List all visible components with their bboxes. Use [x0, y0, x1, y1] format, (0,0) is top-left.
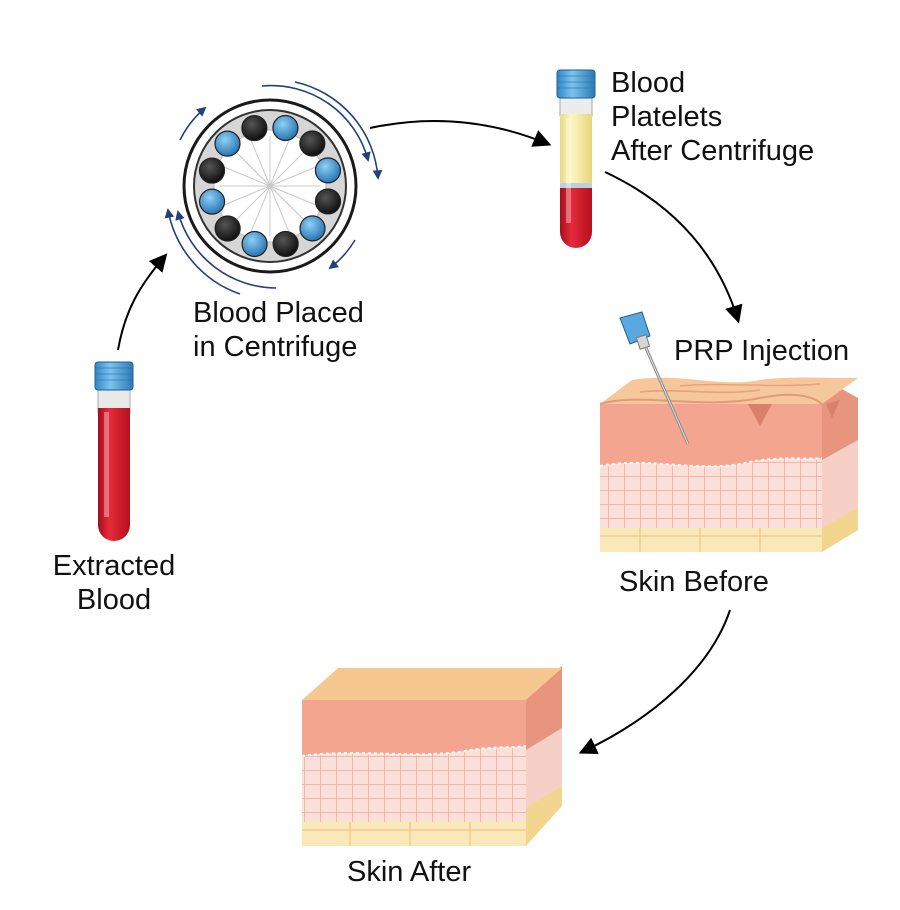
- centrifuge-spoke: [269, 185, 317, 206]
- centrifuge-tube-slot-blue: [241, 230, 268, 258]
- spin-arrows: [164, 81, 383, 295]
- centrifuge-tube-slot-blue: [299, 215, 326, 242]
- skin-before-block: [599, 377, 858, 552]
- centrifuge-spoke: [269, 139, 290, 187]
- centrifuge-tube-slot-blue: [198, 188, 226, 215]
- arrow-centrifuge-to-platelets: [369, 120, 552, 147]
- arrow-before-to-after: [578, 609, 731, 755]
- centrifuge-tube-slot-dark: [214, 215, 241, 242]
- centrifuge-spoke: [269, 150, 306, 187]
- label-skin-after: Skin After: [347, 856, 472, 888]
- label-centrifuge-line2: in Centrifuge: [193, 331, 358, 363]
- centrifuge-tube-slot-dark: [299, 130, 326, 157]
- label-extracted-blood: Extracted Blood: [32, 549, 196, 617]
- centrifuge-tube-slot-dark: [241, 114, 268, 142]
- centrifuge-tube-slot-dark: [314, 188, 342, 215]
- centrifuge-spoke: [250, 139, 271, 187]
- centrifuge-spoke: [223, 185, 271, 206]
- arrow-extracted-to-centrifuge: [117, 253, 168, 351]
- centrifuge-tube-slot-dark: [198, 157, 226, 184]
- centrifuge-spoke: [269, 185, 306, 222]
- extracted-blood-tube: [94, 361, 134, 541]
- label-extracted-line1: Extracted: [52, 550, 176, 582]
- centrifuge-spoke: [269, 185, 290, 233]
- centrifuge-tube-slot-blue: [272, 114, 299, 142]
- centrifuge-spoke: [269, 166, 317, 187]
- arrow-platelets-to-injection: [604, 171, 743, 324]
- syringe-needle: [619, 311, 690, 445]
- centrifuge: [182, 98, 358, 274]
- label-prp-injection: PRP Injection: [674, 335, 850, 367]
- skin-after-block: [301, 666, 562, 846]
- label-centrifuge-line1: Blood Placed: [193, 297, 364, 329]
- label-centrifuge: Blood Placed in Centrifuge: [193, 296, 364, 364]
- centrifuge-spoke: [250, 185, 271, 233]
- centrifuge-spoke: [223, 166, 271, 187]
- centrifuge-spoke: [234, 185, 271, 222]
- label-platelets: Blood Platelets After Centrifuge: [611, 66, 814, 168]
- centrifuge-spoke: [234, 150, 271, 187]
- label-skin-before: Skin Before: [619, 566, 769, 598]
- centrifuge-tube-slot-blue: [214, 130, 241, 157]
- flow-arrows: [117, 120, 743, 755]
- label-platelets-line3: After Centrifuge: [611, 135, 815, 167]
- label-extracted-line2: Blood: [76, 584, 152, 616]
- platelets-tube: [556, 69, 596, 248]
- centrifuge-tube-slot-dark: [272, 230, 299, 258]
- label-platelets-line2: Platelets: [611, 101, 723, 133]
- label-platelets-line1: Blood: [611, 67, 686, 99]
- centrifuge-tube-slot-blue: [314, 157, 342, 184]
